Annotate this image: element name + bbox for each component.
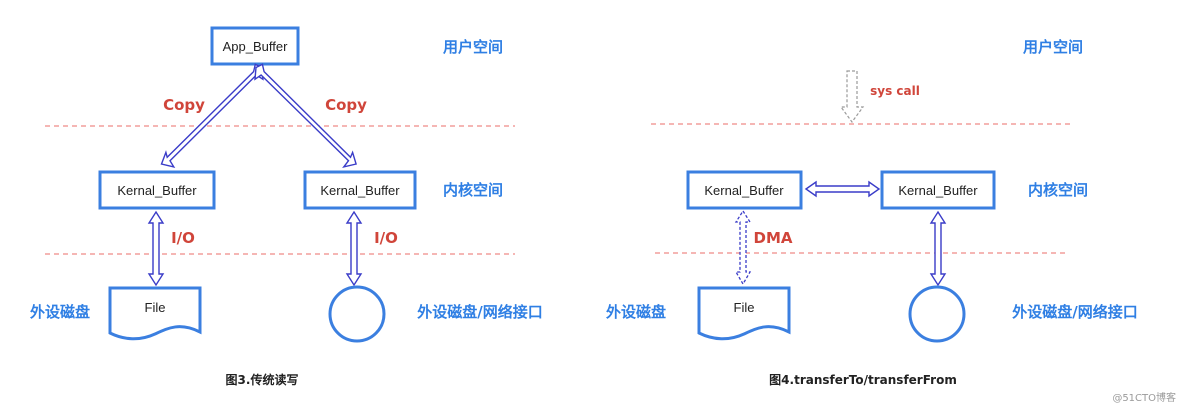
kernel-buffer-box-right: Kernal_Buffer [303,170,417,210]
copy-arrow-left [160,63,264,168]
file-document-right: File [697,286,791,341]
zone-peripheral-disk-network: 外设磁盘/网络接口 [416,303,542,321]
io-label-left: I/O [171,229,195,247]
zone-user-space: 用户空间 [443,38,503,56]
file-label: File [145,300,166,315]
zone-peripheral-disk: 外设磁盘 [29,303,90,321]
zone-kernel-space: 内核空间 [1028,181,1088,199]
watermark: @51CTO博客 [1112,391,1176,404]
caption-traditional-rw: 图3.传统读写 [226,372,299,387]
network-disk-circle-right [908,285,966,343]
kernel-buffer-box-left: Kernal_Buffer [98,170,216,210]
sys-call-arrow [839,70,865,124]
kernel-buffer-box-left: Kernal_Buffer [686,170,803,210]
dma-arrow [734,209,752,286]
io-arrow-right [929,210,947,287]
copy-label-right: Copy [325,96,367,114]
zone-peripheral-disk: 外设磁盘 [605,303,666,321]
kernel-buffer-label: Kernal_Buffer [117,183,197,198]
caption-transferto: 图4.transferTo/transferFrom [769,373,957,387]
zone-kernel-space: 内核空间 [443,181,503,199]
app-buffer-label: App_Buffer [223,39,288,54]
network-disk-circle-left [328,285,386,343]
io-arrow-right [345,210,363,287]
io-arrow-left [147,210,165,287]
copy-arrow-right [254,63,357,169]
sys-call-label: sys call [870,84,920,98]
kernel-buffer-label: Kernal_Buffer [320,183,400,198]
kernel-transfer-arrow [804,180,881,198]
copy-label-left: Copy [163,96,205,114]
app-buffer-box: App_Buffer [210,26,300,66]
dma-label: DMA [754,229,793,247]
zone-user-space: 用户空间 [1023,38,1083,56]
kernel-buffer-label: Kernal_Buffer [704,183,784,198]
file-label: File [734,300,755,315]
file-document-left: File [108,286,202,341]
zone-peripheral-disk-network: 外设磁盘/网络接口 [1011,303,1137,321]
kernel-buffer-box-right: Kernal_Buffer [880,170,996,210]
kernel-buffer-label: Kernal_Buffer [898,183,978,198]
io-label-right: I/O [374,229,398,247]
